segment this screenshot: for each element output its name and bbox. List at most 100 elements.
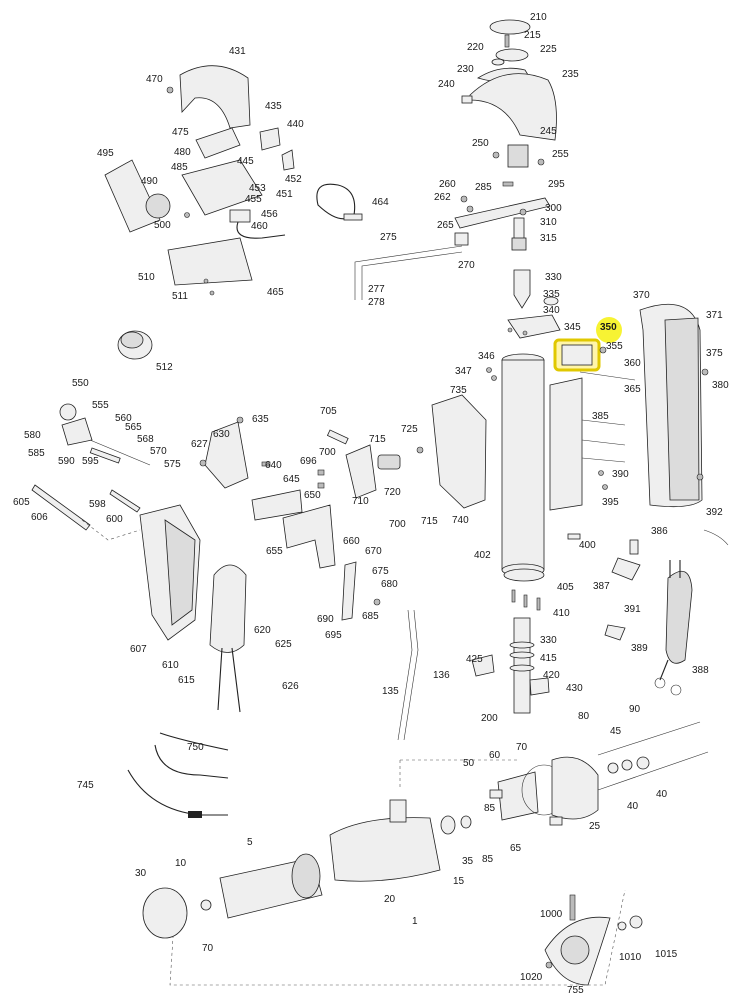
part-label: 391: [624, 604, 641, 615]
part-label: 389: [631, 643, 648, 654]
part-label: 45: [610, 726, 622, 737]
part-label: 70: [202, 943, 214, 954]
part-label: 465: [267, 287, 284, 298]
part-label: 645: [283, 474, 300, 485]
tiller-arm-group: [354, 181, 551, 300]
part-label: 300: [545, 203, 562, 214]
part-label: 387: [593, 581, 610, 592]
part-label: 262: [434, 192, 451, 203]
part-label: 735: [450, 385, 467, 396]
lower-shaft-group: [471, 533, 581, 714]
part-label: 10: [175, 858, 187, 869]
part-label: 1000: [540, 909, 563, 920]
part-label: 315: [540, 233, 557, 244]
part-label: 1015: [655, 949, 678, 960]
part-label: 670: [365, 546, 382, 557]
part-label: 15: [453, 876, 465, 887]
part-label: 630: [213, 429, 230, 440]
part-label: 235: [562, 69, 579, 80]
part-label: 620: [254, 625, 271, 636]
part-label: 355: [606, 341, 623, 352]
part-label: 550: [72, 378, 89, 389]
part-label: 710: [352, 496, 369, 507]
part-label: 220: [467, 42, 484, 53]
part-label: 500: [154, 220, 171, 231]
part-label: 685: [362, 611, 379, 622]
main-tube: [501, 353, 545, 611]
part-label: 615: [178, 675, 195, 686]
motor-625: [209, 564, 247, 713]
part-label: 255: [552, 149, 569, 160]
wires-135-136: [397, 609, 419, 741]
bracket-385: [549, 377, 626, 511]
part-label: 453: [249, 183, 266, 194]
part-label: 560: [115, 413, 132, 424]
part-label: 627: [191, 439, 208, 450]
part-label: 655: [266, 546, 283, 557]
part-label: 136: [433, 670, 450, 681]
part-label: 695: [325, 630, 342, 641]
part-label: 650: [304, 490, 321, 501]
part-label: 740: [452, 515, 469, 526]
part-label: 385: [592, 411, 609, 422]
part-label: 278: [368, 297, 385, 308]
part-label: 40: [656, 789, 668, 800]
part-label: 595: [82, 456, 99, 467]
part-label: 568: [137, 434, 154, 445]
part-label: 395: [602, 497, 619, 508]
part-label: 60: [489, 750, 501, 761]
leads-750-755: [127, 732, 229, 818]
part-label: 1020: [520, 972, 543, 983]
part-label: 460: [251, 221, 268, 232]
part-label: 431: [229, 46, 246, 57]
part-label: 285: [475, 182, 492, 193]
part-label: 1: [412, 916, 418, 927]
part-label: 1010: [619, 952, 642, 963]
part-label: 600: [106, 514, 123, 525]
part-labels: 1 5 10 15 20 25 30 35 40 40 45 50 60 65 …: [13, 12, 729, 996]
part-label: 25: [589, 821, 601, 832]
part-label: 277: [368, 284, 385, 295]
part-label: 200: [481, 713, 498, 724]
part-label: 750: [187, 742, 204, 753]
part-label: 310: [540, 217, 557, 228]
part-label: 392: [706, 507, 723, 518]
part-label: 430: [566, 683, 583, 694]
cable-465: [316, 183, 363, 221]
part-label: 455: [245, 194, 262, 205]
part-label: 625: [275, 639, 292, 650]
lower-unit-outline: [169, 759, 626, 986]
part-label: 402: [474, 550, 491, 561]
part-label: 70: [516, 742, 528, 753]
part-label: 510: [138, 272, 155, 283]
part-label: 245: [540, 126, 557, 137]
part-label: 380: [712, 380, 729, 391]
part-label: 405: [557, 582, 574, 593]
propeller-1000: [544, 894, 643, 986]
part-label: 451: [276, 189, 293, 200]
cord-group: [604, 529, 729, 696]
part-label: 365: [624, 384, 641, 395]
part-label: 680: [381, 579, 398, 590]
part-label: 607: [130, 644, 147, 655]
part-label: 275: [380, 232, 397, 243]
part-label: 590: [58, 456, 75, 467]
part-label: 640: [265, 460, 282, 471]
part-label: 135: [382, 686, 399, 697]
part-label: 345: [564, 322, 581, 333]
bracket-610: [139, 504, 201, 641]
part-label: 675: [372, 566, 389, 577]
part-label: 480: [174, 147, 191, 158]
part-label: 240: [438, 79, 455, 90]
part-label: 445: [237, 156, 254, 167]
part-label: 475: [172, 127, 189, 138]
part-label: 755: [567, 985, 584, 996]
part-label: 511: [172, 291, 188, 302]
part-label: 50: [463, 758, 475, 769]
part-label: 30: [135, 868, 147, 879]
part-350-highlighted[interactable]: [553, 317, 636, 381]
part-label: 330: [540, 635, 557, 646]
part-label: 598: [89, 499, 106, 510]
part-550: [117, 330, 153, 360]
